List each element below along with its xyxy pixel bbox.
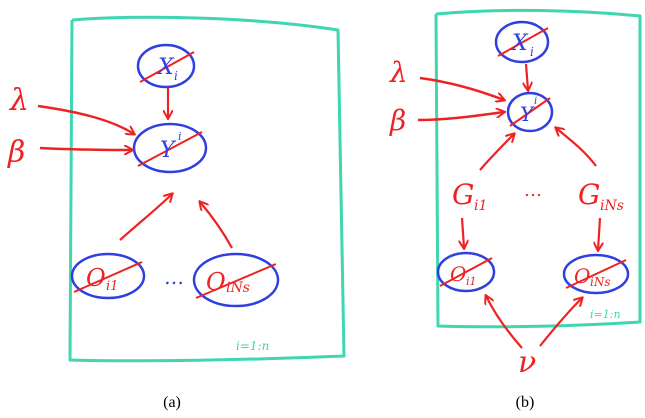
edge-beta-y-b <box>417 112 504 122</box>
edge-g1-y-b <box>479 134 514 171</box>
plate-label-b: i=1:n <box>590 308 621 321</box>
node-oN-a-label: O <box>206 268 226 296</box>
node-oN-b-sub: iNs <box>590 275 611 289</box>
edge-gN-y-b <box>556 128 597 167</box>
node-o1-b-label: O <box>450 262 466 286</box>
node-gN-b-sub: iNs <box>600 198 624 214</box>
node-g1-b: G <box>452 178 474 211</box>
param-lambda-a: λ <box>9 83 29 118</box>
param-beta-a: β <box>7 135 25 170</box>
node-x-a-label: X <box>156 55 175 80</box>
node-g1-b-sub: i1 <box>474 198 487 214</box>
plate-b <box>434 8 642 329</box>
panel-b: X i Y i λ β G i1 … G iNs O i1 <box>389 8 642 380</box>
node-y-a-label: Y <box>160 138 177 163</box>
node-oN-a-sub: iNs <box>226 280 250 296</box>
edge-oN-y-a <box>200 202 233 249</box>
edge-lambda-y-b <box>419 76 504 100</box>
node-x-b-label: X <box>510 31 529 56</box>
edge-g1-o1-b <box>462 217 464 248</box>
node-o1-b-sub: i1 <box>466 275 477 288</box>
node-oN-b-label: O <box>574 264 590 288</box>
edge-o1-y-a <box>119 194 172 241</box>
node-y-a-sub: i <box>178 130 182 143</box>
edge-nu-o1-b <box>486 296 523 349</box>
panel-a: X i Y i λ β O i1 … O iNs <box>7 15 346 363</box>
node-y-a: Y i <box>132 122 208 174</box>
node-o1-a: O i1 <box>70 252 146 300</box>
dots-a: … <box>164 265 184 289</box>
param-beta-b: β <box>389 104 406 137</box>
dots-b-g: … <box>524 180 542 201</box>
node-y-b-sub: i <box>534 96 537 107</box>
node-o1-a-sub: i1 <box>106 279 118 294</box>
edge-x-y-b <box>526 63 528 90</box>
node-o1-a-label: O <box>86 264 106 292</box>
node-y-b-label: Y <box>520 102 535 126</box>
param-lambda-b: λ <box>389 56 408 89</box>
edge-beta-y-a <box>39 148 132 150</box>
node-x-b: X i <box>494 20 550 64</box>
node-o1-b: O i1 <box>436 251 496 293</box>
node-gN-b: G <box>578 178 600 211</box>
node-y-b: Y i <box>506 91 554 133</box>
edge-lambda-y-a <box>37 104 134 134</box>
caption-a: (a) <box>163 394 181 411</box>
param-nu-b: ν <box>518 345 536 380</box>
edge-gN-oN-b <box>598 217 600 250</box>
edge-nu-oN-b <box>539 298 582 347</box>
node-oN-a: O iNs <box>192 252 280 308</box>
plate-label-a: i=1:n <box>236 339 269 353</box>
node-x-a-sub: i <box>174 69 178 83</box>
node-x-b-sub: i <box>530 45 534 59</box>
node-x-a: X i <box>136 43 196 89</box>
caption-b: (b) <box>515 394 535 411</box>
node-oN-b: O iNs <box>562 253 630 295</box>
plate-a <box>68 15 346 363</box>
